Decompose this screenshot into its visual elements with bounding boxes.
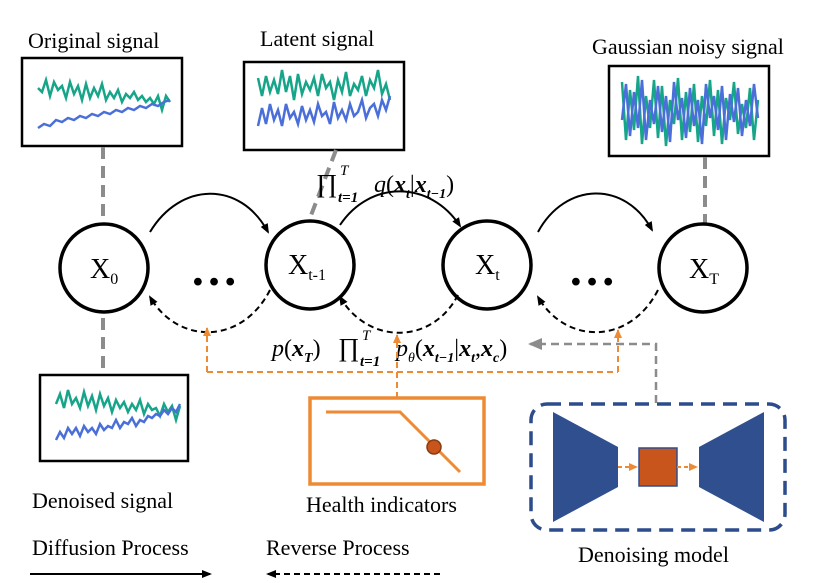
reverse-arrow-1 — [148, 289, 271, 334]
forward-arrow-1 — [149, 192, 269, 234]
health-indicator-curve — [326, 410, 462, 474]
svg-text:q(xt|xt−1): q(xt|xt−1) — [374, 172, 454, 202]
reverse-arrow-2 — [338, 294, 459, 334]
original-blue-trace — [37, 98, 171, 130]
original-signal-thumbnail — [20, 56, 184, 148]
svg-text:T: T — [340, 163, 350, 179]
svg-text:t=1: t=1 — [360, 354, 380, 370]
health-indicators-box — [308, 396, 486, 486]
node-xT: XT — [657, 222, 749, 314]
node-xt-minus-1: Xt-1 — [264, 219, 356, 311]
original-signal-label: Original signal — [28, 28, 159, 53]
svg-text:∏: ∏ — [316, 169, 337, 198]
svg-text:Xt-1: Xt-1 — [288, 250, 326, 284]
health-conditioning-path — [203, 327, 622, 398]
forward-arrow-3 — [537, 192, 653, 233]
gaussian-signal-label: Gaussian noisy signal — [592, 34, 784, 59]
original-teal-trace — [37, 75, 172, 115]
connector-latent-xt1 — [308, 149, 338, 219]
ellipsis-left: … — [190, 243, 238, 296]
encoder-block — [553, 412, 618, 522]
denoising-model-label: Denoising model — [578, 542, 729, 567]
svg-text:p(xT): p(xT) — [270, 336, 321, 366]
denoised-blue-trace — [54, 403, 182, 441]
denoised-signal-label: Denoised signal — [32, 488, 173, 513]
node-x0: X0 — [58, 222, 150, 314]
node-xt: Xt — [441, 219, 533, 311]
reverse-process-formula: p(xT) ∏ t=1 T pθ(xt−1|xt,xc) — [270, 328, 507, 370]
latent-signal-label: Latent signal — [260, 26, 374, 51]
svg-text:T: T — [362, 328, 372, 344]
forward-process-formula: ∏ t=1 T q(xt|xt−1) — [316, 163, 454, 206]
denoising-model-box — [529, 402, 787, 532]
svg-text:t=1: t=1 — [338, 190, 358, 206]
health-indicator-marker — [426, 439, 442, 455]
health-indicators-label: Health indicators — [306, 492, 457, 517]
forward-arrow-2 — [339, 190, 462, 228]
model-feedback-connector — [528, 338, 658, 403]
svg-text:XT: XT — [689, 254, 719, 288]
diffusion-process-label: Diffusion Process — [32, 535, 189, 560]
svg-text:∏: ∏ — [338, 333, 359, 362]
svg-text:X0: X0 — [90, 254, 118, 288]
latent-blue-trace — [256, 95, 392, 129]
decoder-block — [699, 412, 764, 522]
bottleneck-block — [638, 447, 678, 487]
gaussian-signal-thumbnail — [607, 64, 771, 158]
svg-text:pθ(xt−1|xt,xc): pθ(xt−1|xt,xc) — [394, 336, 507, 366]
reverse-process-label: Reverse Process — [266, 535, 410, 560]
latent-teal-trace — [256, 69, 392, 101]
reverse-arrow-3 — [536, 289, 659, 334]
gaussian-blue-trace — [620, 79, 760, 145]
denoised-signal-thumbnail — [38, 373, 190, 463]
ellipsis-right: … — [568, 243, 616, 296]
svg-text:Xt: Xt — [475, 250, 500, 284]
latent-signal-thumbnail — [242, 60, 406, 152]
